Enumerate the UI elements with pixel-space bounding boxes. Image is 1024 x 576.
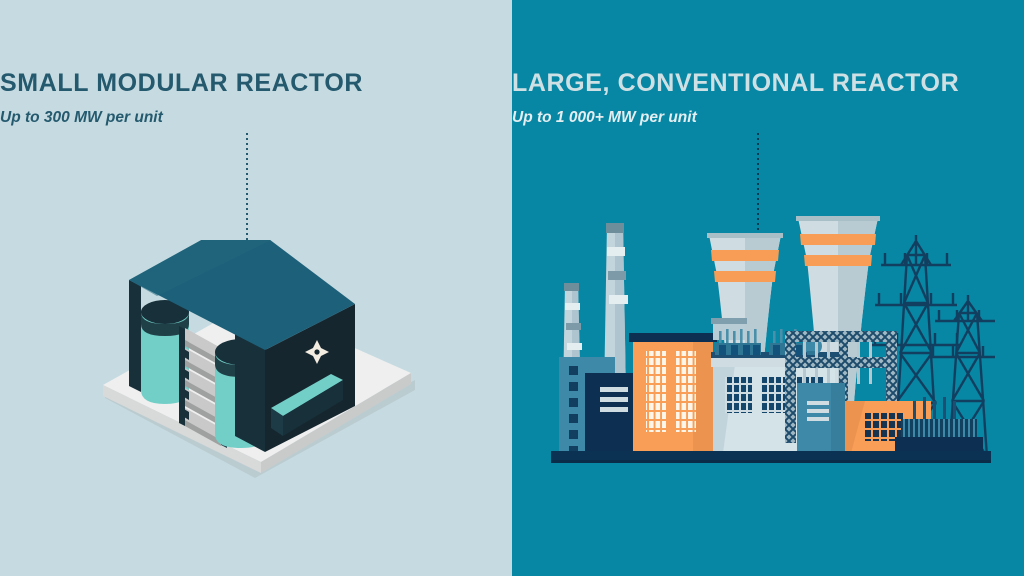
right-panel-subtitle: Up to 1 000+ MW per unit	[512, 109, 697, 126]
right-panel-title-wrap: LARGE, CONVENTIONAL REACTOR	[512, 71, 1024, 96]
left-panel-title: SMALL MODULAR REACTOR	[0, 69, 364, 97]
left-panel-title-wrap: SMALL MODULAR REACTOR	[0, 71, 512, 96]
right-panel-subtitle-wrap: Up to 1 000+ MW per unit	[512, 110, 1024, 126]
transformer-bank-left	[715, 329, 761, 355]
control-building-blue	[797, 383, 845, 453]
small-modular-reactor-illustration	[75, 240, 435, 480]
orange-office-building	[629, 333, 717, 453]
compass-star-icon	[305, 340, 329, 364]
building-cutaway-wall	[129, 280, 141, 392]
loading-dock-annex	[271, 374, 343, 436]
platform-shadow	[105, 380, 415, 478]
transmission-pylon-right	[929, 295, 995, 458]
left-panel-subtitle: Up to 300 MW per unit	[0, 109, 163, 126]
conventional-power-plant-illustration	[545, 205, 995, 470]
building-front-wedge	[235, 332, 265, 452]
ground-bar-shadow	[551, 460, 991, 463]
concrete-platform-edge-left	[103, 385, 261, 473]
right-panel-title: LARGE, CONVENTIONAL REACTOR	[512, 69, 960, 97]
reactor-vessel-left	[141, 300, 189, 404]
left-leader-line	[246, 133, 248, 255]
louvered-block-navy	[585, 373, 641, 453]
building-roof-top-face-highlight	[129, 240, 271, 296]
right-leader-line	[757, 133, 759, 233]
concrete-platform-edge-right	[261, 373, 411, 473]
substation-busbar-block	[895, 397, 983, 453]
left-panel-subtitle-wrap: Up to 300 MW per unit	[0, 110, 512, 126]
ground-bar	[551, 451, 991, 462]
